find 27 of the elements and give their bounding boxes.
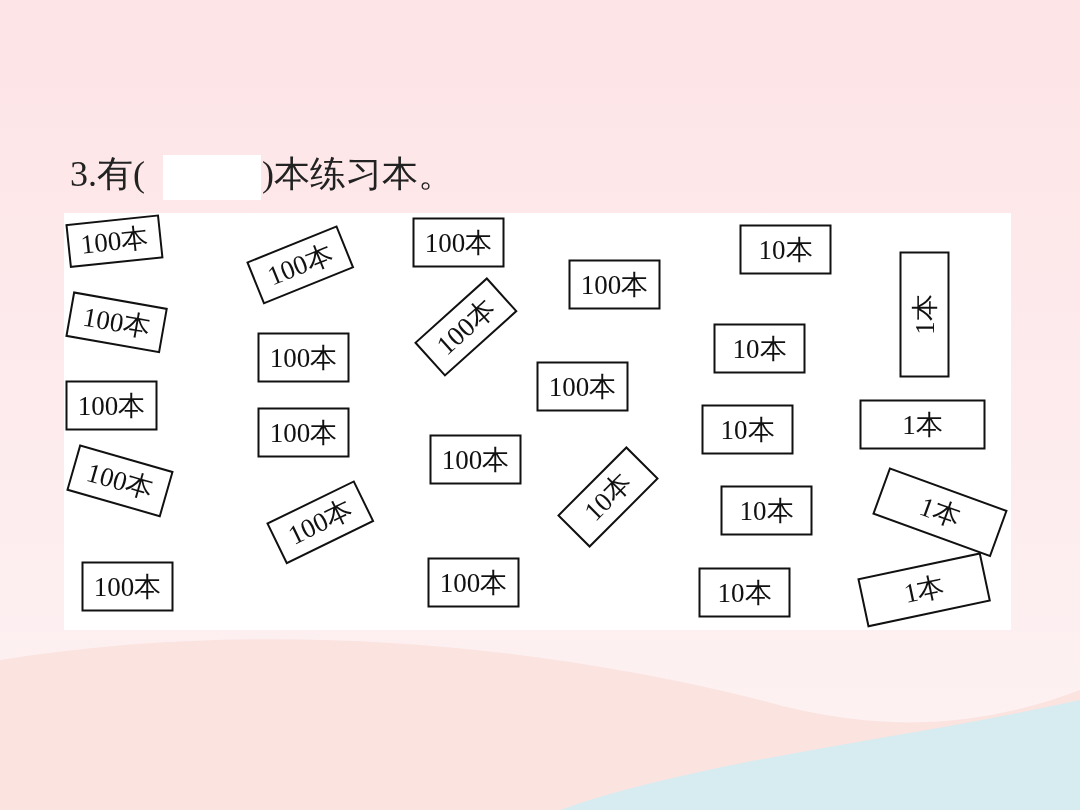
book-count-card: 100本 [64,379,158,431]
question-text: 3.有( [70,153,145,196]
book-count-card: 100本 [411,216,505,268]
book-count-card: 1本 [858,398,986,450]
book-count-card: 10本 [557,446,659,548]
book-count-card: 10本 [738,223,832,275]
book-count-card: 100本 [256,331,350,383]
book-count-card: 10本 [719,484,813,536]
book-count-card: 10本 [697,566,791,618]
book-count-card: 100本 [245,225,355,305]
book-count-card: 100本 [64,213,164,269]
book-count-card: 100本 [256,406,350,458]
book-count-card: 100本 [428,433,522,485]
question-text: )本练习本。 [262,153,454,196]
book-count-card: 1本 [898,250,950,378]
book-count-card: 10本 [700,403,794,455]
book-count-card: 10本 [712,322,806,374]
book-count-card: 100本 [80,560,174,612]
book-count-card: 100本 [426,556,520,608]
book-count-card: 100本 [265,479,375,565]
book-count-card: 1本 [872,466,1008,558]
book-count-card: 1本 [856,552,992,628]
book-count-card: 100本 [414,277,518,377]
book-count-card: 100本 [567,258,661,310]
book-count-card: 100本 [65,290,169,354]
book-count-card: 100本 [66,444,174,518]
book-count-card: 100本 [535,360,629,412]
